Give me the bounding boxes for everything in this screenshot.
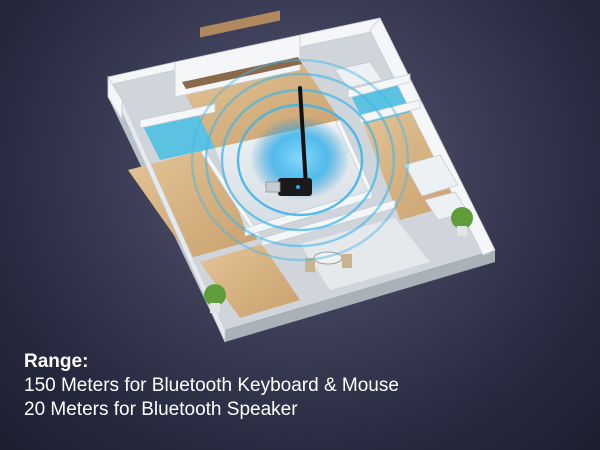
kitchen-cabinets [200, 10, 280, 38]
range-keyboard-mouse: 150 Meters for Bluetooth Keyboard & Mous… [24, 375, 399, 396]
plant-left-pot [210, 303, 220, 313]
floor-balcony [300, 218, 430, 290]
range-heading: Range: [24, 351, 89, 372]
signal-wave-icon [190, 58, 410, 262]
plant-left [204, 284, 226, 306]
plant-right-pot [457, 226, 467, 236]
bed-top-right [334, 61, 383, 89]
walls [107, 17, 496, 343]
plant-right [451, 207, 473, 229]
balcony-chair [342, 254, 352, 268]
floor-slab-edge [225, 250, 495, 342]
kitchen-counter [182, 57, 302, 89]
usb-bluetooth-adapter-icon [265, 86, 312, 196]
balcony-chair [305, 258, 315, 272]
signal-glow [250, 116, 350, 200]
floor-left-bedroom [128, 150, 262, 258]
range-caption: Range: 150 Meters for Bluetooth Keyboard… [24, 350, 584, 422]
bed-right [404, 154, 459, 197]
range-speaker: 20 Meters for Bluetooth Speaker [24, 399, 298, 420]
floor-bottom-room [200, 244, 300, 318]
